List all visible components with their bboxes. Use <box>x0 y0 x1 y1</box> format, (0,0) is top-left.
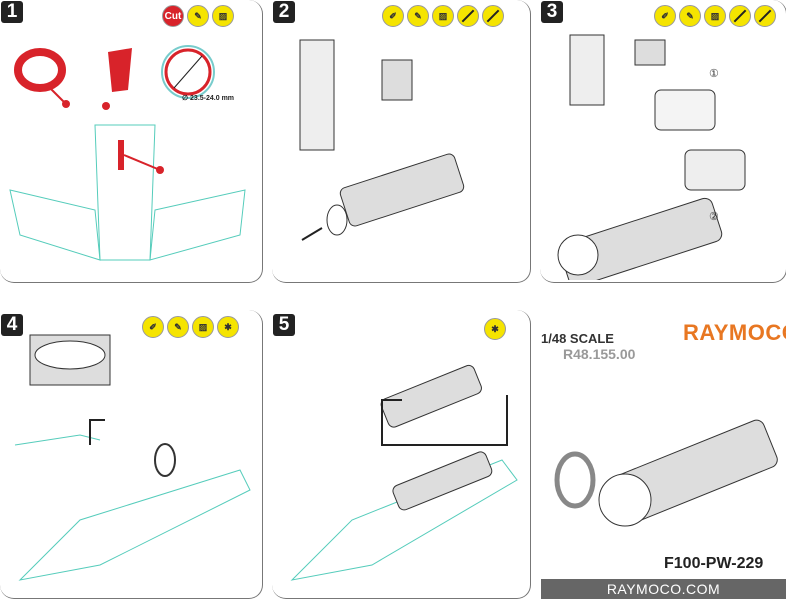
cut-icon: Cut <box>162 5 184 27</box>
no-paint-icon <box>754 5 776 27</box>
step-1-tool-icons: Cut ✎ ▨ <box>162 5 234 27</box>
step-3-illustration <box>557 34 746 280</box>
no-glue-icon <box>457 5 479 27</box>
step-1-panel <box>0 0 263 283</box>
no-glue-icon <box>729 5 751 27</box>
knife-tip-icon: ✐ <box>382 5 404 27</box>
knife-icon: ✎ <box>679 5 701 27</box>
sanding-icon: ▨ <box>192 316 214 338</box>
product-code: R48.155.00 <box>563 346 636 362</box>
scale-label: 1/48 SCALE <box>541 331 614 346</box>
knife-tip-icon: ✐ <box>654 5 676 27</box>
step-number: 5 <box>273 314 295 336</box>
step-4-illustration <box>14 334 251 581</box>
step-3-tool-icons: ✐ ✎ ▨ <box>654 5 776 27</box>
callout-2: ② <box>709 211 719 223</box>
step-number: 3 <box>541 1 563 23</box>
step-5-illustration <box>290 364 518 581</box>
step-1-illustration <box>9 45 246 261</box>
glue-icon: ✱ <box>217 316 239 338</box>
website-footer[interactable]: RAYMOCO.COM <box>541 579 786 599</box>
glue-icon: ✱ <box>484 318 506 340</box>
sanding-icon: ▨ <box>212 5 234 27</box>
callout-1: ① <box>709 68 719 80</box>
step-5-panel <box>272 310 531 599</box>
step-5-tool-icons: ✱ <box>484 318 506 340</box>
step-2-tool-icons: ✐ ✎ ▨ <box>382 5 504 27</box>
brand-logo: RAYMOCO <box>683 320 786 345</box>
step-4-panel <box>0 310 263 599</box>
engine-model: F100-PW-229 <box>664 555 764 572</box>
step-number: 1 <box>1 1 23 23</box>
knife-icon: ✎ <box>167 316 189 338</box>
step-2-illustration <box>299 39 465 241</box>
diameter-label: ∅ 23.5-24.0 mm <box>182 95 235 102</box>
step-2-panel <box>272 0 531 283</box>
knife-tip-icon: ✐ <box>142 316 164 338</box>
step-number: 4 <box>1 314 23 336</box>
step-number: 2 <box>273 1 295 23</box>
knife-icon: ✎ <box>187 5 209 27</box>
engine-illustration <box>554 419 778 527</box>
no-paint-icon <box>482 5 504 27</box>
knife-icon: ✎ <box>407 5 429 27</box>
sanding-icon: ▨ <box>432 5 454 27</box>
sanding-icon: ▨ <box>704 5 726 27</box>
step-3-panel <box>540 0 786 283</box>
step-4-tool-icons: ✐ ✎ ▨ ✱ <box>142 316 239 338</box>
